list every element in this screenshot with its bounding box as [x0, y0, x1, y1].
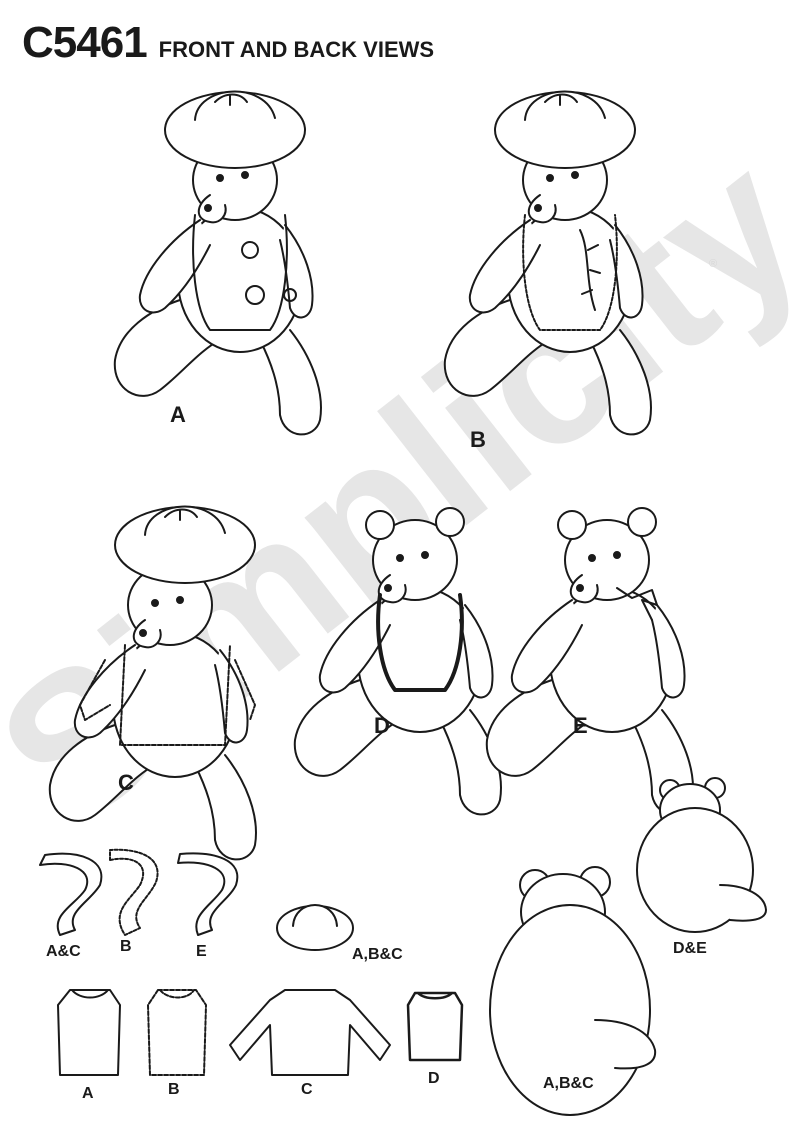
view-label-a: A — [170, 402, 186, 427]
piece-label-ribbon-b: B — [120, 938, 132, 955]
vest-a-drawing — [57, 989, 121, 1076]
piece-label-hat: A,B&C — [352, 946, 403, 963]
vest-d-drawing — [406, 991, 464, 1062]
piece-label-vest-b: B — [168, 1081, 180, 1098]
ribbon-b-drawing — [109, 848, 159, 936]
view-label-e: E — [573, 713, 588, 738]
bear-view-e — [485, 507, 694, 816]
registered-mark: ® — [709, 258, 718, 270]
bear-view-d — [293, 507, 502, 816]
piece-label-back-abc: A,B&C — [543, 1075, 594, 1092]
page-header: C5461 FRONT AND BACK VIEWS — [22, 18, 434, 68]
piece-label-ribbon-ac: A&C — [46, 943, 81, 960]
ribbon-e-drawing — [177, 852, 239, 936]
bear-view-c — [48, 505, 257, 861]
view-label-c: C — [118, 770, 134, 795]
bear-back-de — [636, 777, 767, 933]
piece-label-jacket-c: C — [301, 1081, 313, 1098]
view-label-b: B — [470, 427, 486, 452]
views-title: FRONT AND BACK VIEWS — [158, 37, 435, 62]
ribbon-ac-drawing — [39, 852, 103, 936]
piece-label-vest-d: D — [428, 1070, 440, 1087]
vest-b-drawing — [147, 989, 207, 1076]
pattern-number: C5461 — [22, 18, 148, 67]
bear-view-a — [113, 90, 322, 436]
piece-label-back-de: D&E — [673, 940, 707, 957]
bear-back-abc — [489, 866, 657, 1116]
hat-drawing — [276, 904, 354, 951]
bear-view-b — [443, 90, 652, 436]
piece-label-vest-a: A — [82, 1085, 94, 1102]
piece-label-ribbon-e: E — [196, 943, 207, 960]
jacket-c-drawing — [229, 989, 391, 1076]
view-label-d: D — [374, 713, 390, 738]
